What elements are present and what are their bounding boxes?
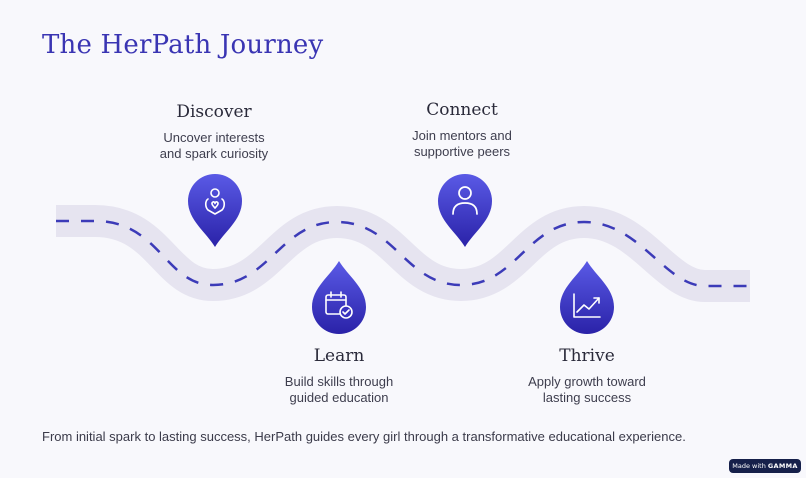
footer-caption: From initial spark to lasting success, H…: [42, 429, 686, 444]
stage-description: Build skills through guided education: [284, 374, 394, 405]
page-title: The HerPath Journey: [42, 30, 324, 60]
stage-title: Discover: [176, 102, 252, 122]
stage-connect: Connect Join mentors and supportive peer…: [362, 100, 562, 160]
made-with-gamma-badge[interactable]: Made with GAMMA: [729, 459, 801, 473]
road-surface: [56, 205, 750, 302]
stage-title: Connect: [426, 100, 498, 120]
stage-learn: Learn Build skills through guided educat…: [239, 346, 439, 406]
stage-thrive: Thrive Apply growth toward lasting succe…: [487, 346, 687, 406]
stage-description: Uncover interests and spark curiosity: [159, 130, 269, 161]
connect-pin: [438, 174, 492, 247]
road-center-dashes: [56, 219, 750, 288]
heart-person-icon: [204, 188, 226, 215]
thrive-pin: [560, 261, 614, 334]
chart-growth-icon: [573, 293, 601, 318]
person-icon: [452, 186, 478, 215]
learn-pin: [312, 261, 366, 334]
stage-description: Apply growth toward lasting success: [528, 374, 646, 405]
discover-pin: [188, 174, 242, 247]
stage-title: Learn: [313, 346, 365, 366]
stage-description: Join mentors and supportive peers: [412, 128, 512, 159]
stage-title: Thrive: [559, 346, 615, 366]
stage-discover: Discover Uncover interests and spark cur…: [114, 102, 314, 162]
calendar-check-icon: [325, 291, 353, 319]
